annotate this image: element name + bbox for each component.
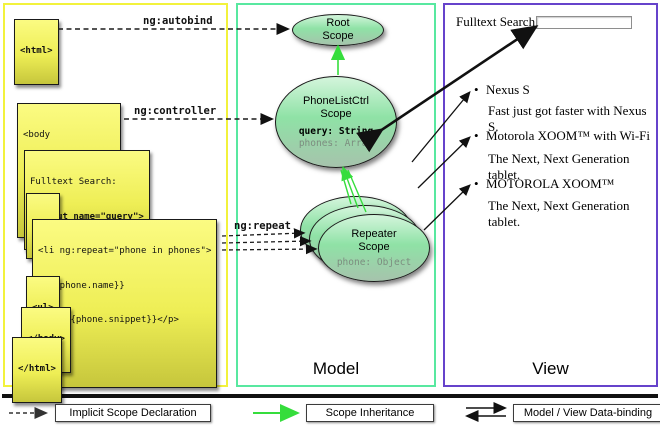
code-line: {{phone.name}} [38, 280, 125, 291]
html-open-tag-box: <html> [14, 19, 59, 85]
legend-implicit-scope: Implicit Scope Declaration [55, 404, 211, 422]
phone-desc: The Next, Next Generation tablet. [488, 198, 630, 229]
model-column: Model [236, 3, 436, 387]
scope-title: Root [326, 17, 350, 29]
view-search-label: Fulltext Search: [456, 14, 539, 29]
phone-name: Motorola XOOM™ with Wi-Fi [486, 128, 651, 143]
scope-title: Scope [322, 30, 354, 42]
code-line: <body [23, 130, 51, 140]
phone-name: Nexus S [486, 82, 530, 97]
bullet-icon: • [474, 128, 479, 143]
root-scope-ellipse: Root Scope [292, 14, 384, 46]
code-line: <html> [20, 46, 53, 56]
view-column-label: View [532, 359, 569, 378]
scope-property: phone: Object [336, 256, 412, 268]
legend-divider [2, 394, 658, 398]
code-line: <li ng:repeat="phone in phones"> [38, 246, 212, 256]
view-search-input[interactable] [536, 16, 632, 29]
phone-name: MOTOROLA XOOM™ [486, 176, 615, 191]
legend-data-binding: Model / View Data-binding [513, 404, 660, 422]
code-line: </html> [18, 364, 56, 374]
phonelistctrl-scope-ellipse: PhoneListCtrl Scope query: String phones… [275, 76, 397, 168]
li-repeat-box: <li ng:repeat="phone in phones"> {{phone… [32, 219, 218, 388]
ng-autobind-label: ng:autobind [143, 15, 213, 27]
bullet-icon: • [474, 176, 479, 191]
legend-scope-inheritance: Scope Inheritance [306, 404, 434, 422]
view-column: View [443, 3, 658, 387]
ng-controller-label: ng:controller [134, 105, 217, 117]
bullet-icon: • [474, 82, 479, 97]
repeater-scope-ellipse: Repeater Scope phone: Object [318, 214, 430, 282]
view-list-item: • MOTOROLA XOOM™ [474, 176, 614, 192]
scope-title: Scope [320, 107, 352, 120]
model-column-label: Model [312, 359, 360, 378]
code-line: <p>{{phone.snippet}}</p> [38, 315, 179, 325]
ng-repeat-label: ng:repeat [234, 220, 291, 232]
scope-title: Repeater [351, 227, 397, 240]
scope-property: query: String [298, 125, 374, 137]
scope-title: Scope [358, 240, 390, 253]
html-close-tag-box: </html> [12, 337, 62, 403]
view-list-item: • Nexus S [474, 82, 530, 98]
scope-title: PhoneListCtrl [302, 94, 370, 107]
code-line: Fulltext Search: [30, 177, 117, 187]
phone-desc: The Next, Next Generation tablet. [488, 151, 630, 182]
scope-property: phones: Array [298, 137, 374, 149]
view-list-item: • Motorola XOOM™ with Wi-Fi [474, 128, 650, 144]
